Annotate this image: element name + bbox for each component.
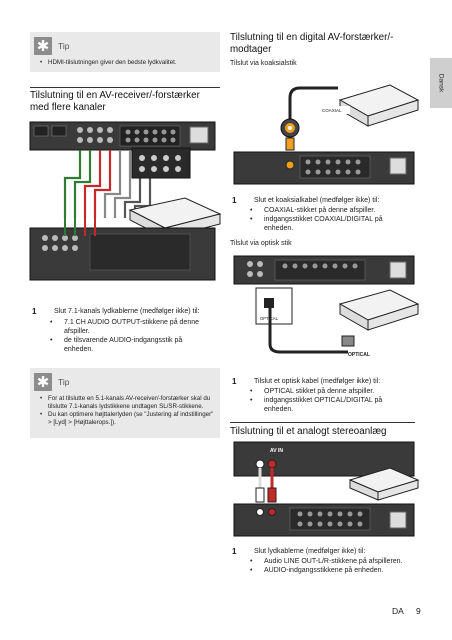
step-number: 1 — [232, 196, 237, 205]
tip-star-icon: ✱ — [34, 373, 52, 391]
step-bullet: 7.1 CH AUDIO OUTPUT-stikkene på denne af… — [50, 318, 210, 336]
coaxial-connection-diagram: COAXIAL — [233, 84, 420, 185]
tip-title: Tip — [58, 41, 70, 51]
optical-connection-diagram: OPTICAL OPTICAL — [233, 255, 420, 358]
section-heading-multichannel: Tilslutning til en AV-receiver/-forstærk… — [30, 90, 200, 113]
step-bullets: Audio LINE OUT-L/R-stikkene på afspiller… — [250, 557, 410, 575]
tip-star-icon: ✱ — [34, 37, 52, 55]
section-rule — [230, 422, 415, 423]
language-side-tab: Dansk — [430, 58, 452, 108]
language-tab-label: Dansk — [437, 73, 445, 93]
step-number: 1 — [232, 547, 237, 556]
step-bullet: indgangsstikket COAXIAL/DIGITAL på enhed… — [250, 215, 410, 233]
section-heading-analog: Tilslutning til et analogt stereoanlæg — [230, 426, 387, 437]
subheading-optical: Tilslut via optisk stik — [230, 240, 292, 247]
step-bullet: de tilsvarende AUDIO-indgangsstik på enh… — [50, 336, 210, 354]
step-bullet: Audio LINE OUT-L/R-stikkene på afspiller… — [250, 557, 410, 566]
tip-item: HDMI-tilslutningen giver den bedste lydk… — [40, 59, 214, 67]
tip-item: Du kan optimere højttalerlyden (se "Just… — [40, 411, 214, 427]
tip-box-51: ✱ Tip For at tilslutte en 5.1-kanals AV-… — [30, 368, 220, 438]
step-bullet: OPTICAL stikket på denne afspiller. — [250, 387, 410, 396]
step-bullet: COAXIAL-stikket på denne afspiller. — [250, 206, 410, 215]
step-text: Slut 7.1-kanals lydkablerne (medfølger i… — [54, 308, 200, 315]
step-bullets: OPTICAL stikket på denne afspiller. indg… — [250, 387, 410, 414]
step-bullet: AUDIO-indgangsstikkene på enheden. — [250, 566, 410, 575]
analog-stereo-diagram: AV IN — [233, 441, 420, 537]
step-text: Tilslut et optisk kabel (medfølger ikke)… — [254, 378, 381, 385]
subheading-coaxial: Tilslut via koaksialstik — [230, 60, 297, 67]
svg-text:COAXIAL: COAXIAL — [322, 108, 342, 113]
step-bullets: COAXIAL-stikket på denne afspiller. indg… — [250, 206, 410, 233]
step-number: 1 — [232, 377, 237, 386]
footer-language: DA — [392, 606, 404, 616]
tip-title: Tip — [58, 377, 70, 387]
step-number: 1 — [32, 307, 37, 316]
step-text: Slut et koaksialkabel (medfølger ikke) t… — [254, 197, 380, 204]
tip-box-hdmi: ✱ Tip HDMI-tilslutningen giver den bedst… — [30, 32, 220, 72]
tip-item: For at tilslutte en 5.1-kanals AV-receiv… — [40, 395, 214, 411]
section-rule — [30, 87, 220, 88]
step-text: Slut lydkablerne (medfølger ikke) til: — [254, 548, 366, 555]
step-bullets: 7.1 CH AUDIO OUTPUT-stikkene på denne af… — [50, 318, 210, 354]
section-heading-digital: Tilslutning til en digital AV-forstærker… — [230, 32, 394, 55]
step-bullet: indgangsstikket OPTICAL/DIGITAL på enhed… — [250, 396, 410, 414]
multichannel-connection-diagram — [29, 121, 222, 281]
svg-text:OPTICAL: OPTICAL — [348, 352, 370, 358]
svg-text:AV IN: AV IN — [270, 448, 283, 454]
page-number: 9 — [416, 606, 421, 616]
